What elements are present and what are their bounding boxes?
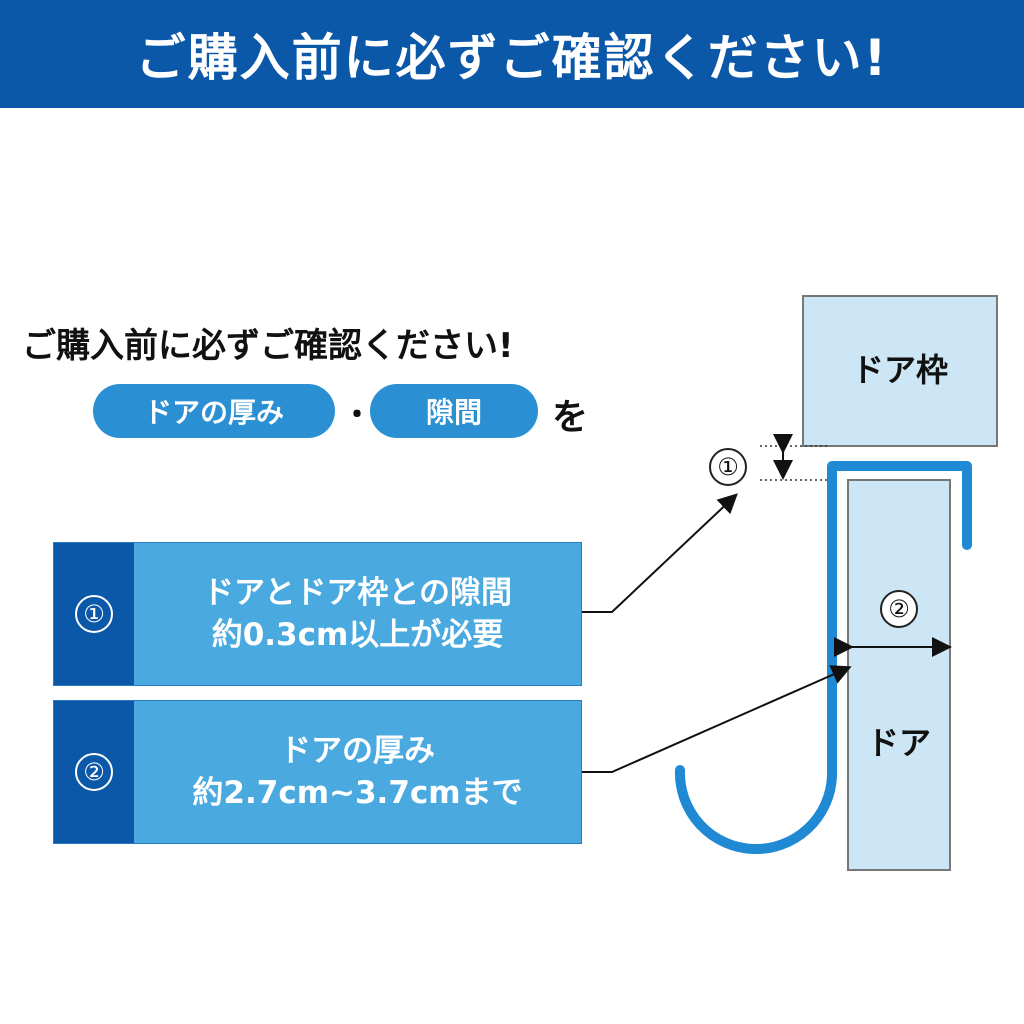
info-line2: 約0.3cm以上が必要 (211, 617, 504, 653)
top-banner: ご購入前に必ずご確認ください! (0, 0, 1024, 108)
door-frame-label: ドア枠 (851, 351, 948, 389)
hook (674, 461, 972, 855)
sub-heading: ご購入前に必ずご確認ください! (22, 326, 514, 366)
pill-door-thickness: ドアの厚み (93, 384, 335, 438)
info-line1: ドアの厚み (280, 733, 435, 769)
info-line1: ドアとドア枠との隙間 (202, 575, 513, 611)
door (847, 479, 951, 871)
banner-title: ご購入前に必ずご確認ください! (135, 29, 889, 87)
info-number-area: ② (54, 701, 134, 843)
info-number: ② (75, 753, 113, 791)
separator-dot: ・ (342, 398, 372, 433)
heading-suffix: を (552, 397, 589, 438)
info-text: ドアとドア枠との隙間 約0.3cm以上が必要 (134, 543, 581, 685)
info-box-thickness: ② ドアの厚み 約2.7cm~3.7cmまで (53, 700, 582, 844)
door-label: ドア (866, 724, 931, 762)
marker-2: ② (880, 590, 918, 628)
leader-line-1 (582, 493, 738, 613)
info-number-area: ① (54, 543, 134, 685)
door-frame (802, 295, 998, 447)
info-line2: 約2.7cm~3.7cmまで (192, 775, 523, 811)
info-number: ① (75, 595, 113, 633)
pill-gap: 隙間 (370, 384, 538, 438)
marker-1: ① (709, 448, 747, 486)
info-box-gap: ① ドアとドア枠との隙間 約0.3cm以上が必要 (53, 542, 582, 686)
leader-line-2 (582, 665, 852, 773)
info-text: ドアの厚み 約2.7cm~3.7cmまで (134, 701, 581, 843)
